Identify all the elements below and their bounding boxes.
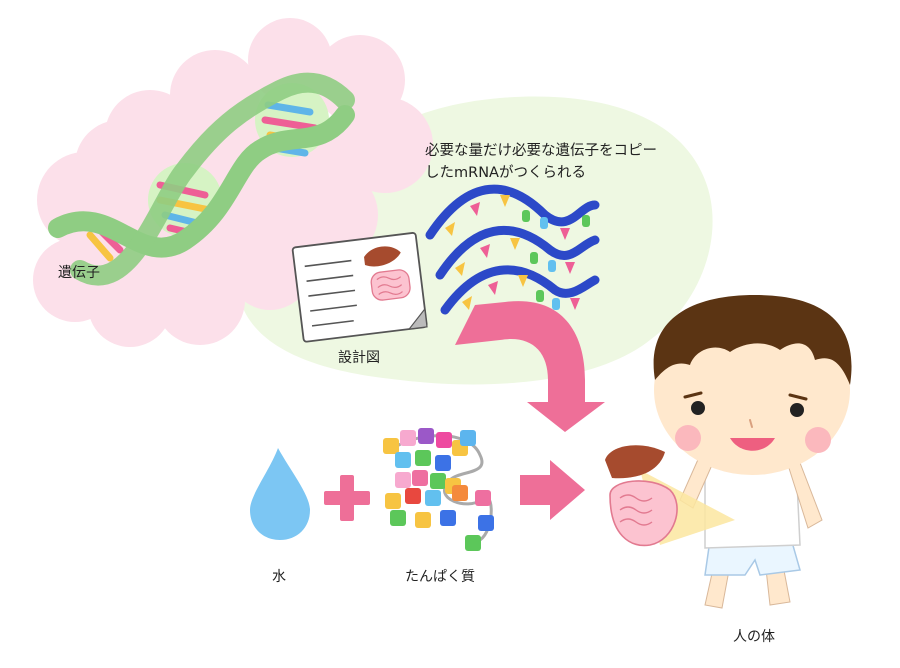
water-drop-icon — [250, 448, 310, 540]
protein-icon — [383, 428, 494, 551]
mrna-icon — [425, 184, 600, 315]
protein-label: たんぱく質 — [405, 569, 475, 585]
dna-icon — [48, 72, 355, 286]
mrna-label-line2: したmRNAがつくられる — [425, 165, 586, 181]
arrow-right-icon — [520, 460, 585, 520]
child-icon — [653, 295, 852, 609]
mrna-label-line1: 必要な量だけ必要な遺伝子をコピー — [425, 143, 657, 159]
water-label: 水 — [272, 569, 286, 585]
organs-icon — [605, 445, 735, 547]
curved-arrow-icon — [455, 301, 605, 432]
blueprint-label: 設計図 — [338, 350, 380, 366]
human-body-label: 人の体 — [733, 629, 775, 645]
plus-icon — [324, 475, 370, 521]
dna-label: 遺伝子 — [58, 265, 100, 281]
blueprint-icon — [291, 232, 428, 343]
mrna-label: 必要な量だけ必要な遺伝子をコピー したmRNAがつくられる — [425, 140, 657, 184]
